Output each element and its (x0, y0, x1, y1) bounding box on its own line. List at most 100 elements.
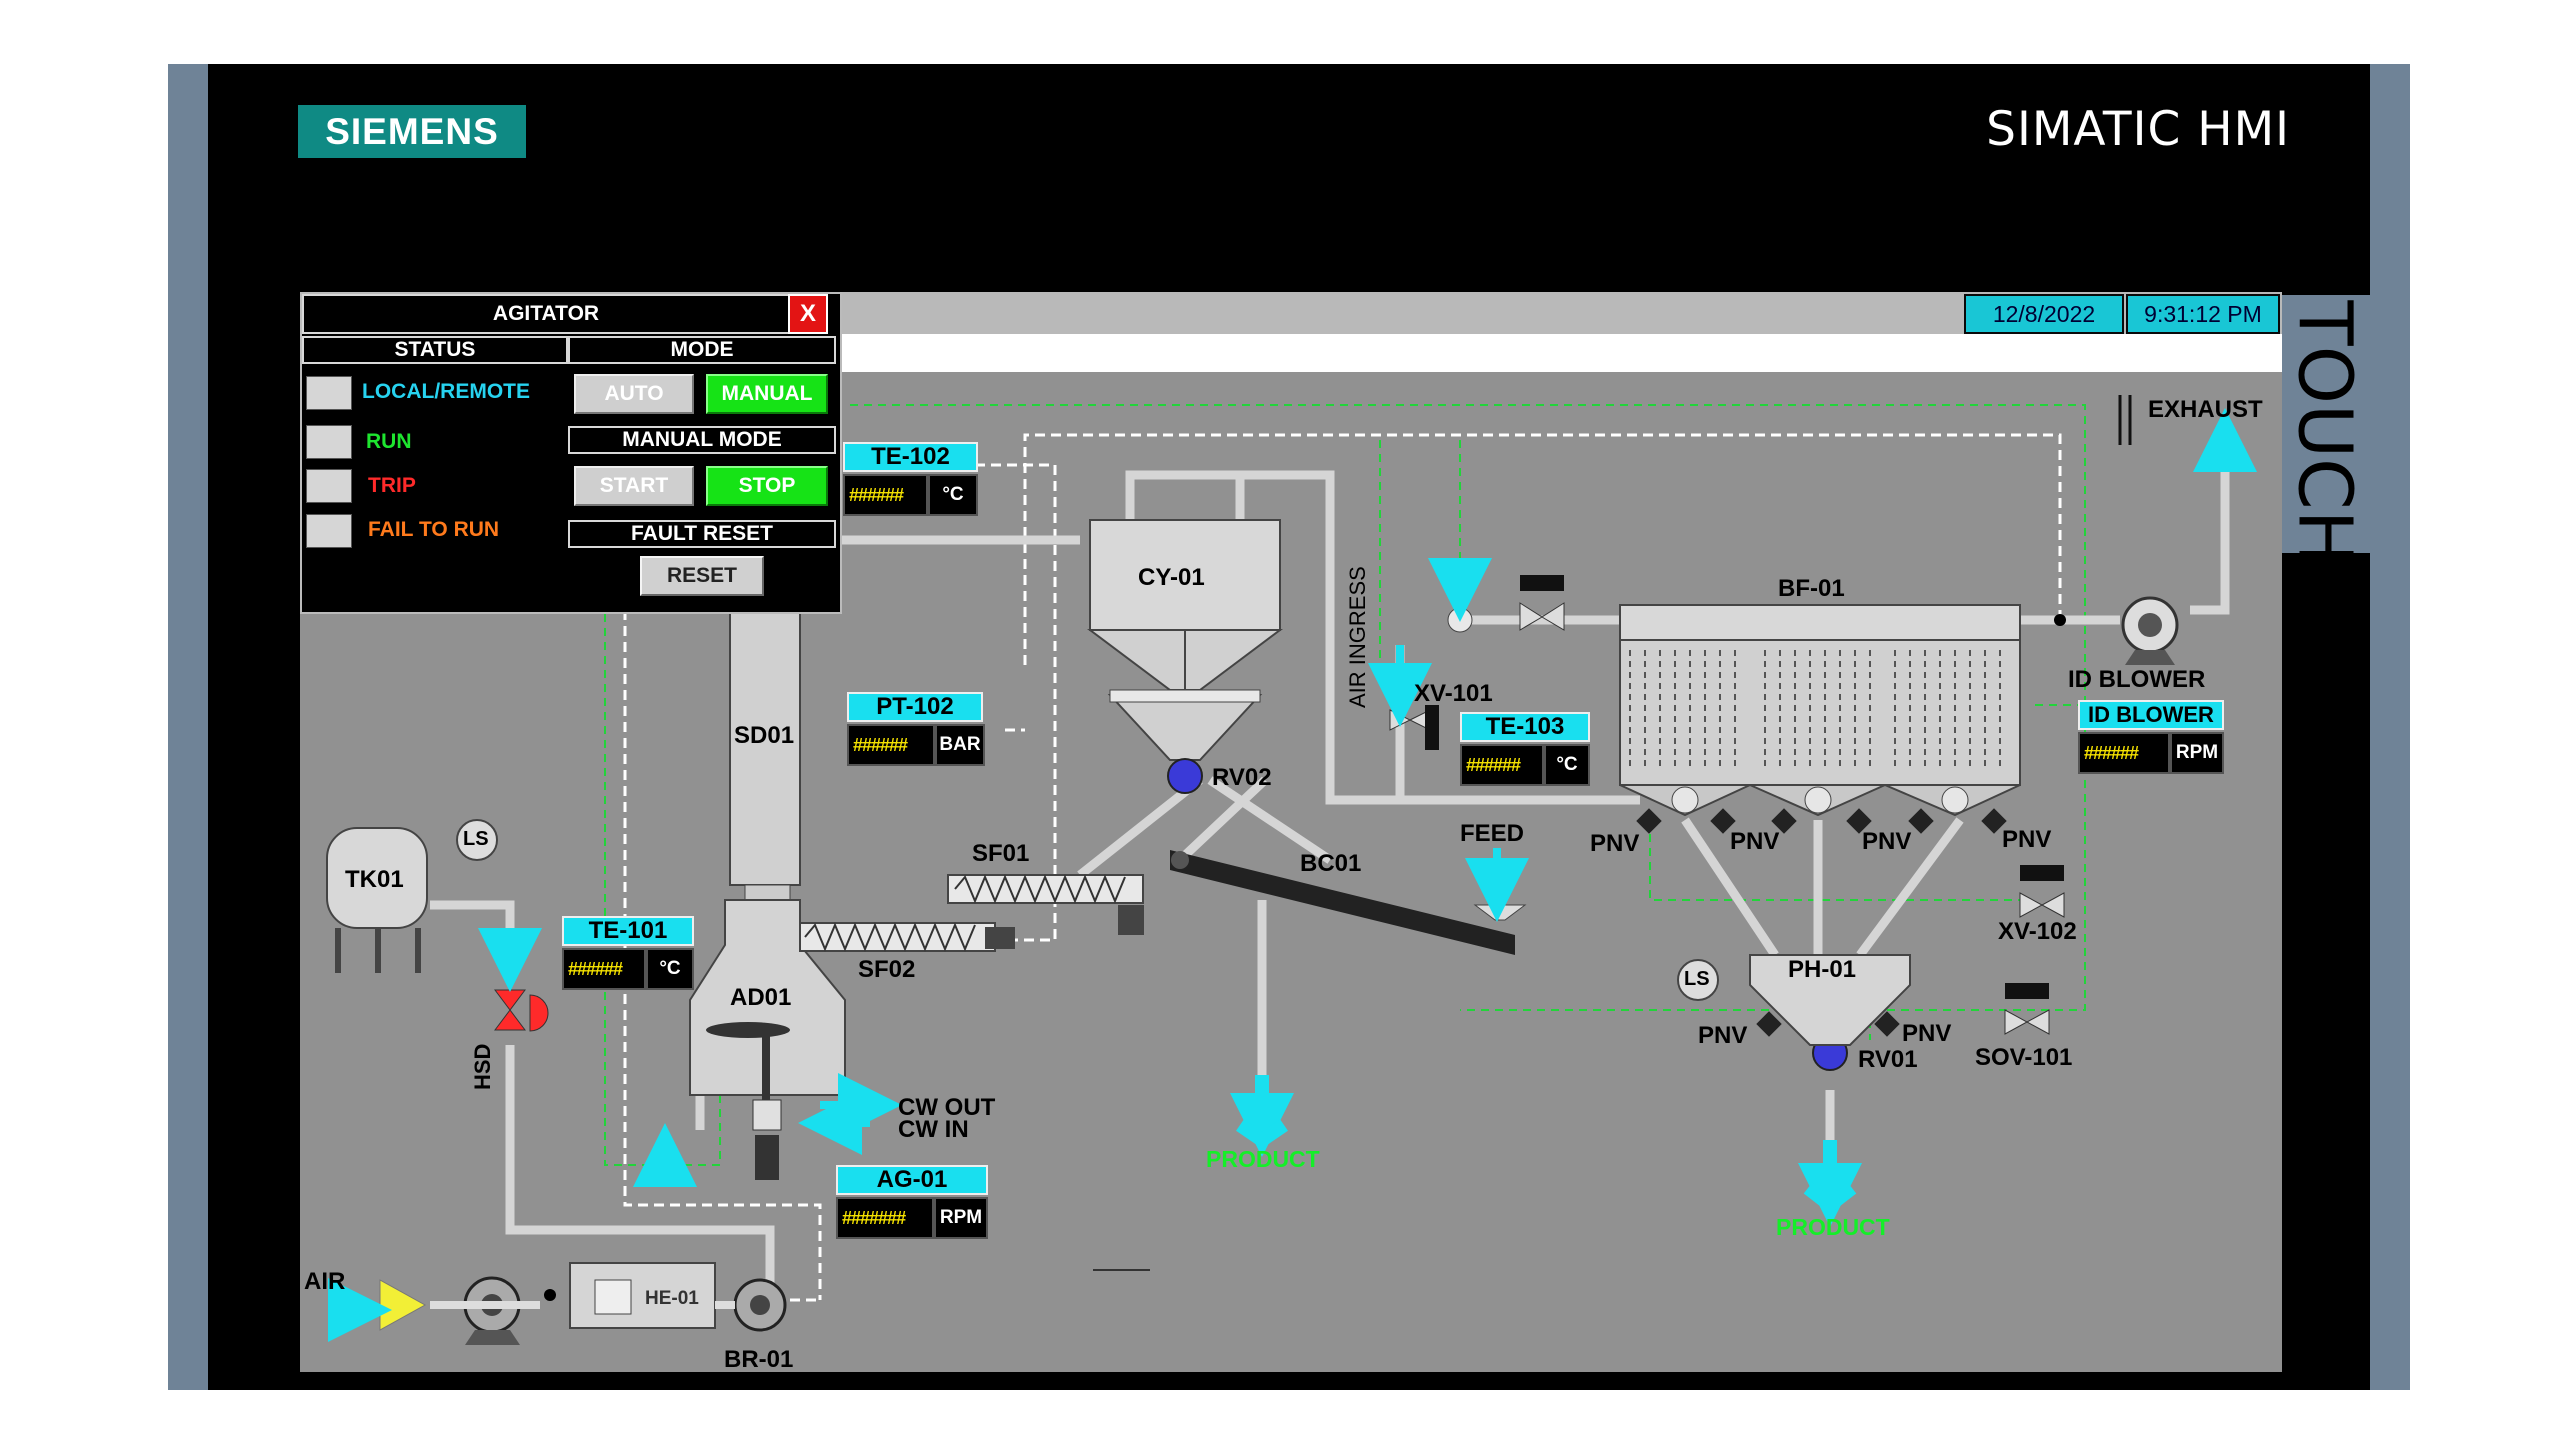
signal-lines-white (623, 433, 2062, 1302)
time-display: 9:31:12 PM (2126, 294, 2280, 334)
sov101-label: SOV-101 (1975, 1044, 2073, 1071)
run-label: RUN (366, 430, 412, 453)
sd01-column (729, 599, 801, 886)
sov101-valve-icon (2004, 983, 2050, 1035)
trip-label: TRIP (368, 474, 416, 497)
te103-tag[interactable]: TE-103 (1460, 712, 1590, 742)
siemens-logo: SIEMENS (298, 105, 526, 158)
faceplate-title: AGITATOR (302, 294, 790, 334)
id-blower-icon (2121, 596, 2179, 665)
control-valve-icon (494, 989, 549, 1032)
te103-unit: °C (1544, 744, 1590, 786)
ls-hopper-label: LS (1684, 968, 1710, 990)
te102-tag[interactable]: TE-102 (843, 442, 978, 472)
pnv-label-4: PNV (2002, 826, 2052, 853)
id-blower-value: ###### (2078, 732, 2170, 774)
fail-to-run-indicator (306, 514, 352, 548)
hsd-label: HSD (470, 1043, 495, 1090)
te102-unit: °C (928, 474, 978, 516)
fault-reset-header: FAULT RESET (568, 520, 836, 548)
ag01-tag[interactable]: AG-01 (836, 1165, 988, 1195)
cw-in-label: CW IN (898, 1116, 969, 1143)
he01-label: HE-01 (645, 1288, 699, 1309)
te101-tag[interactable]: TE-101 (562, 916, 694, 946)
air-label: AIR (304, 1268, 346, 1295)
process-diagram (326, 395, 2257, 1345)
agitator-icon (706, 1022, 790, 1100)
ad01-label: AD01 (730, 984, 792, 1011)
bc01-belt-conveyor (1170, 850, 1515, 955)
piping (430, 465, 2230, 1290)
sf01-motor (1118, 905, 1144, 935)
touch-label-panel: TOUCH (2281, 295, 2370, 565)
te101-value: ###### (562, 948, 646, 990)
te103-value: ###### (1460, 744, 1544, 786)
air-damper-icon (1447, 607, 1473, 633)
pt102-tag[interactable]: PT-102 (847, 692, 983, 722)
pt102-value: ###### (847, 724, 935, 766)
manual-button[interactable]: MANUAL (706, 374, 828, 414)
ls-switch-tank (456, 819, 498, 861)
pt102-unit: BAR (935, 724, 985, 766)
manual-mode-header: MANUAL MODE (568, 426, 836, 454)
air-filter-icon (379, 1279, 427, 1331)
tk01-label: TK01 (345, 866, 404, 893)
mode-header: MODE (568, 336, 836, 364)
br01-label: BR-01 (724, 1346, 794, 1373)
air-blower-icon (463, 1276, 521, 1345)
id-blower-tag[interactable]: ID BLOWER (2078, 700, 2224, 730)
fail-to-run-label: FAIL TO RUN (368, 518, 500, 541)
ag01-unit: RPM (934, 1197, 988, 1239)
br01-blower-icon (733, 1278, 787, 1332)
run-indicator (306, 425, 352, 459)
id-blower-unit: RPM (2170, 732, 2224, 774)
feed-hopper (1473, 904, 1527, 921)
tk01-tank (326, 827, 428, 973)
rv02-label: RV02 (1212, 764, 1272, 791)
actuated-valve-icon (1519, 575, 1565, 631)
local-remote-label: LOCAL/REMOTE (362, 380, 530, 403)
close-button[interactable]: X (788, 294, 828, 334)
agitator-motor (752, 1099, 782, 1131)
ls-tank-label: LS (463, 828, 489, 850)
trip-indicator (306, 469, 352, 503)
xv101-label: XV-101 (1414, 680, 1493, 707)
pnv-label-3: PNV (1862, 828, 1912, 855)
ls-switch-hopper (1677, 959, 1719, 1001)
date-display: 12/8/2022 (1964, 294, 2124, 334)
start-button[interactable]: START (574, 466, 694, 506)
status-header: STATUS (302, 336, 568, 364)
touch-label: TOUCH (2281, 300, 2368, 566)
cw-out-label: CW OUT (898, 1094, 996, 1121)
reset-button[interactable]: RESET (640, 556, 764, 596)
rv01-label: RV01 (1858, 1046, 1918, 1073)
sf02-screw-feeder (799, 922, 996, 952)
exhaust-label: EXHAUST (2148, 396, 2263, 423)
cy01-label: CY-01 (1138, 564, 1205, 591)
te101-unit: °C (646, 948, 694, 990)
auto-button[interactable]: AUTO (574, 374, 694, 414)
rotary-valve-rv02-icon (1167, 758, 1203, 794)
product-outlet-2-label: PRODUCT (1776, 1214, 1890, 1240)
product-outlet-1-label: PRODUCT (1206, 1146, 1320, 1172)
local-remote-indicator (306, 376, 352, 410)
air-ingress-label: AIR INGRESS (1345, 566, 1370, 708)
xv102-valve-icon (2019, 865, 2065, 918)
feed-label: FEED (1460, 820, 1525, 847)
pnv-label-2: PNV (1730, 828, 1780, 855)
bf01-bag-filter (1619, 604, 2021, 817)
cy01-cyclone (1087, 519, 1283, 761)
stop-button[interactable]: STOP (706, 466, 828, 506)
ag01-value: ####### (836, 1197, 934, 1239)
xv102-label: XV-102 (1998, 918, 2077, 945)
sf01-label: SF01 (972, 840, 1030, 867)
bf01-label: BF-01 (1778, 575, 1845, 602)
pnv-label-1: PNV (1590, 830, 1640, 857)
product-title: SIMATIC HMI (1986, 102, 2290, 157)
ph01-label: PH-01 (1788, 956, 1857, 983)
sf02-label: SF02 (858, 956, 916, 983)
agitator-gearbox (755, 1135, 779, 1180)
bc01-label: BC01 (1300, 850, 1362, 877)
pnv-label-6: PNV (1902, 1020, 1952, 1047)
pnv-label-5: PNV (1698, 1022, 1748, 1049)
